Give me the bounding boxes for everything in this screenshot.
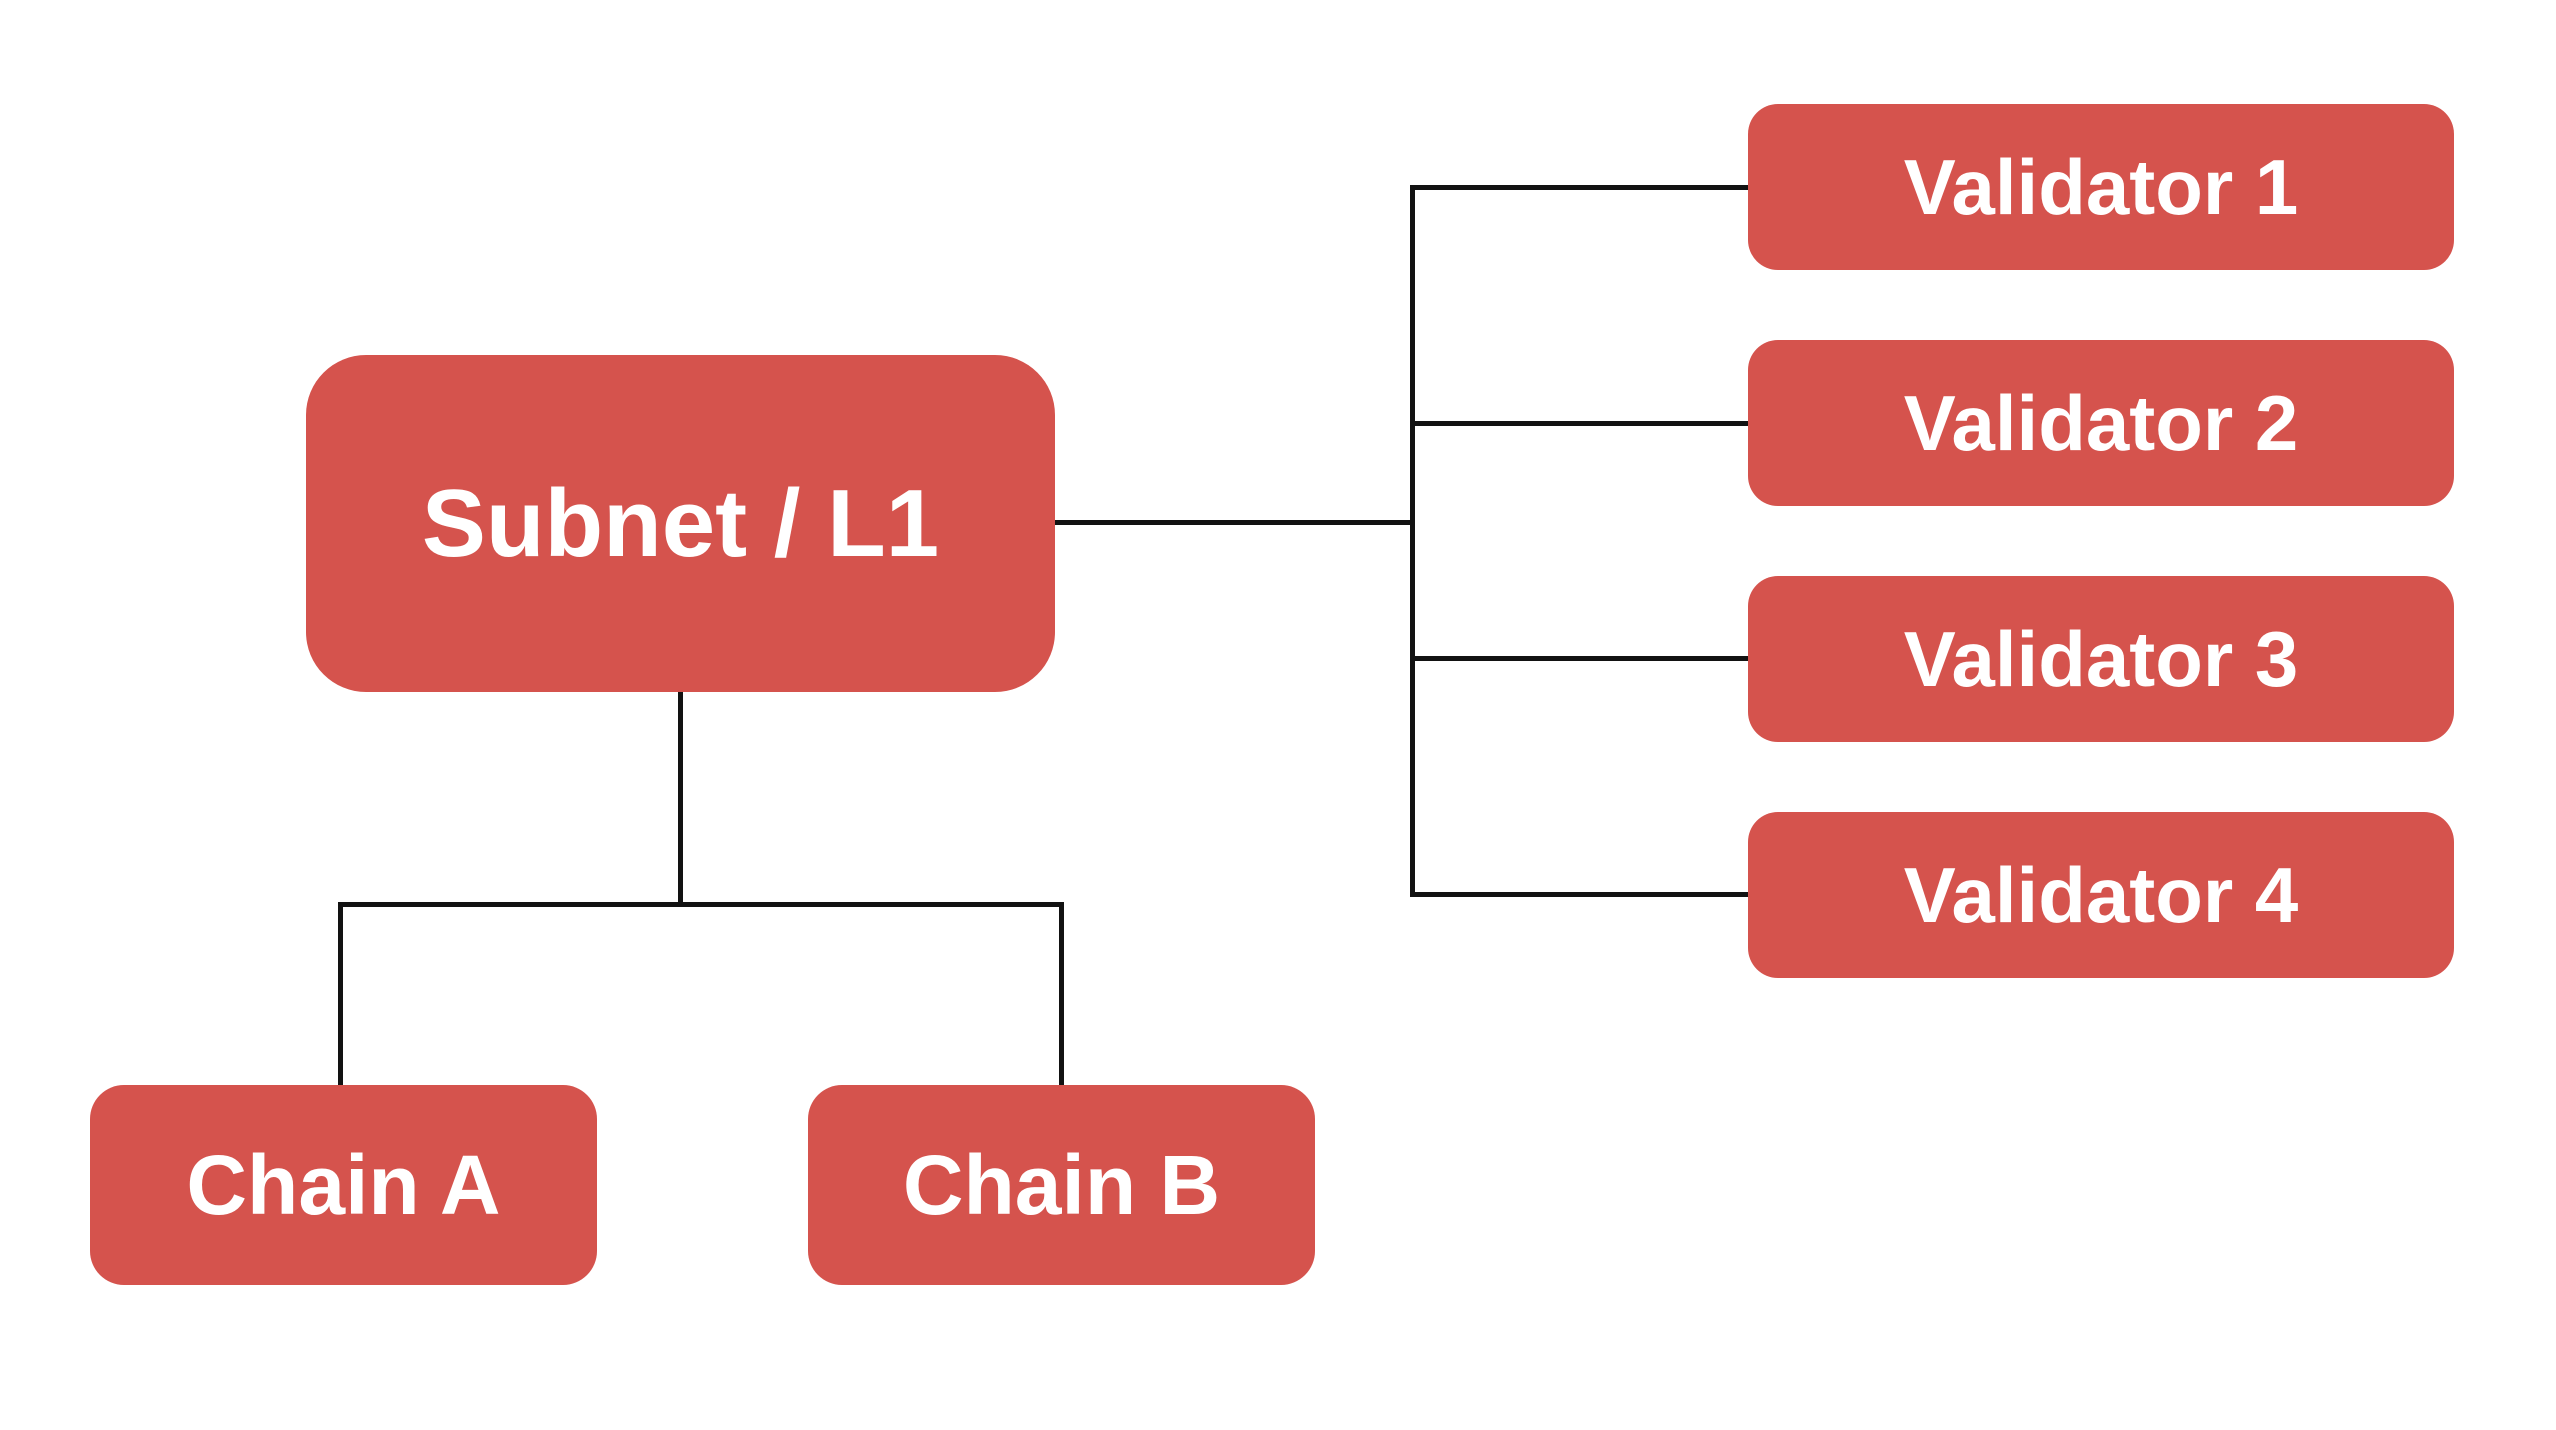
node-chain-b: Chain B	[808, 1085, 1315, 1285]
edge-trunk-to-validator-4	[1412, 892, 1748, 897]
node-validator-1: Validator 1	[1748, 104, 2454, 270]
node-chain-b-label: Chain B	[902, 1138, 1221, 1232]
edge-subnet-to-chain-crossbar	[678, 692, 683, 905]
node-validator-2: Validator 2	[1748, 340, 2454, 506]
node-validator-4: Validator 4	[1748, 812, 2454, 978]
node-validator-2-label: Validator 2	[1903, 379, 2299, 467]
node-validator-1-label: Validator 1	[1903, 143, 2299, 231]
edge-subnet-to-validator-trunk	[1055, 520, 1415, 525]
edge-validator-trunk	[1410, 185, 1415, 897]
edge-crossbar-to-chain-b	[1059, 902, 1064, 1085]
node-subnet-l1-label: Subnet / L1	[421, 469, 940, 577]
node-chain-a-label: Chain A	[186, 1138, 501, 1232]
node-subnet-l1: Subnet / L1	[306, 355, 1055, 692]
edge-trunk-to-validator-3	[1412, 656, 1748, 661]
node-validator-3-label: Validator 3	[1903, 615, 2299, 703]
edge-trunk-to-validator-1	[1412, 185, 1748, 190]
node-validator-3: Validator 3	[1748, 576, 2454, 742]
node-chain-a: Chain A	[90, 1085, 597, 1285]
edge-chain-crossbar	[338, 902, 1064, 907]
node-validator-4-label: Validator 4	[1903, 851, 2299, 939]
edge-crossbar-to-chain-a	[338, 902, 343, 1085]
edge-trunk-to-validator-2	[1412, 421, 1748, 426]
